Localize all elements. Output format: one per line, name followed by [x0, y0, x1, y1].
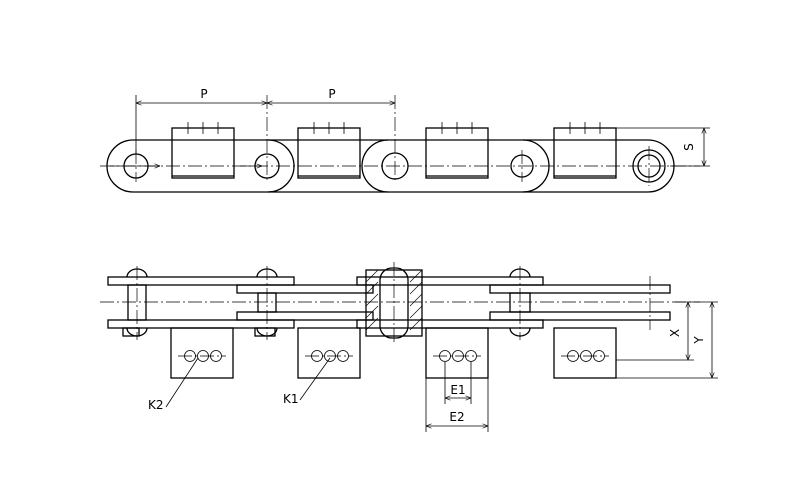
k1-leader	[299, 357, 331, 401]
k2-label: K2	[148, 398, 164, 412]
top-view: P P S	[100, 87, 710, 193]
outer-plate-top-1	[107, 276, 295, 286]
attachment-block-2	[297, 122, 361, 179]
attachment-tab-2	[297, 327, 361, 379]
inner-plate-bottom-1	[236, 311, 374, 321]
pitch-label-left: P	[200, 87, 207, 101]
attachment-block-3	[425, 122, 489, 179]
x-label: X	[668, 329, 682, 337]
attachment-tab-1	[170, 327, 234, 379]
inner-plate-top-1	[236, 284, 374, 294]
k2-leader	[165, 357, 199, 408]
inner-plate-bottom-2	[489, 311, 671, 321]
outer-plate-top-2	[356, 276, 544, 286]
outer-plate-bottom-2	[356, 319, 544, 329]
e2-label: E2	[449, 410, 464, 424]
pitch-label-right: P	[328, 87, 335, 101]
k1-label: K1	[283, 392, 299, 406]
attachment-block-4	[553, 122, 617, 179]
attachment-tab-4	[553, 327, 617, 379]
outer-plate-bottom-1	[107, 319, 295, 329]
side-view: X Y E1 E2 K2 K1	[100, 262, 718, 432]
y-label: Y	[692, 336, 706, 345]
e1-label: E1	[450, 383, 465, 397]
inner-plate-top-2	[489, 284, 671, 294]
attachment-block-1	[171, 122, 235, 179]
s-label: S	[682, 143, 696, 151]
attachment-tab-3	[425, 327, 489, 379]
link-plate-2	[268, 139, 388, 193]
